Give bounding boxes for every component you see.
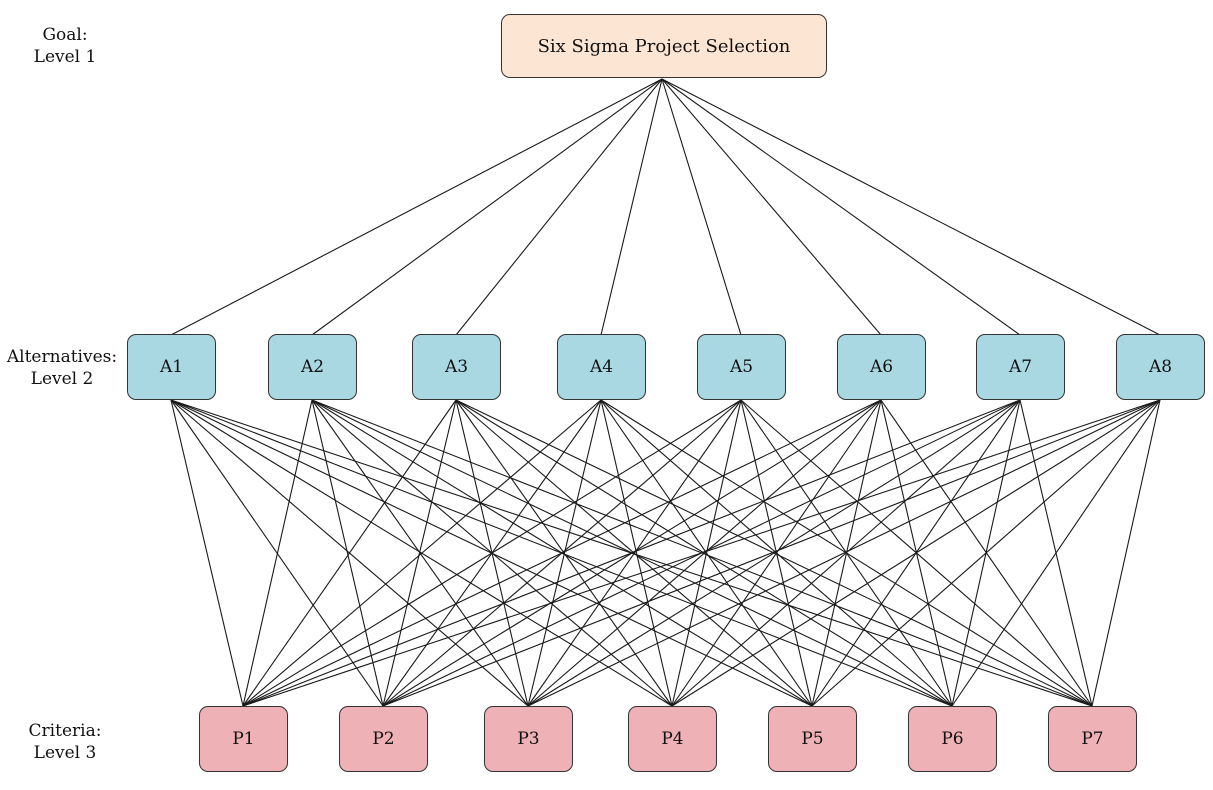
edge-a8-p1 (242, 399, 1161, 707)
criteria-node-label: P4 (661, 729, 684, 749)
edge-a5-p3 (527, 399, 742, 707)
criteria-node-p3[interactable]: P3 (484, 706, 573, 772)
edge-a3-p1 (242, 399, 457, 707)
alternatives-level-name: Level 2 (30, 369, 94, 389)
criteria-node-p2[interactable]: P2 (339, 706, 428, 772)
edge-a5-p1 (242, 399, 742, 707)
alternative-node-label: A7 (1008, 357, 1033, 377)
edge-a8-p7 (1091, 399, 1161, 707)
edge-goal-a7 (661, 78, 1021, 336)
edge-a3-p2 (382, 399, 457, 707)
alternative-node-label: A1 (159, 357, 184, 377)
edge-goal-a8 (661, 78, 1161, 336)
criteria-node-label: P6 (941, 729, 964, 749)
alternative-node-a6[interactable]: A6 (837, 334, 926, 400)
criteria-node-label: P2 (372, 729, 395, 749)
alternative-node-a5[interactable]: A5 (697, 334, 786, 400)
edge-goal-a5 (661, 78, 742, 336)
edge-a7-p4 (671, 399, 1021, 707)
criteria-level-title: Criteria: (28, 721, 102, 741)
alternative-criteria-edges (170, 399, 1161, 707)
edge-a8-p4 (671, 399, 1161, 707)
edge-a2-p2 (311, 399, 384, 707)
edge-a6-p3 (527, 399, 882, 707)
criteria-node-label: P3 (517, 729, 540, 749)
goal-level-name: Level 1 (33, 47, 97, 67)
goal-level-title: Goal: (42, 25, 88, 45)
goal-level-label: Goal: Level 1 (20, 24, 110, 68)
criteria-node-p5[interactable]: P5 (768, 706, 857, 772)
criteria-node-label: P7 (1081, 729, 1104, 749)
edge-a7-p1 (242, 399, 1021, 707)
edge-a4-p1 (242, 399, 602, 707)
alternatives-level-title: Alternatives: (6, 347, 118, 367)
edge-a8-p2 (382, 399, 1161, 707)
edge-goal-a4 (600, 78, 663, 336)
edge-goal-a6 (661, 78, 882, 336)
edge-a1-p1 (170, 399, 244, 707)
alternative-node-a7[interactable]: A7 (976, 334, 1065, 400)
alternative-node-label: A2 (300, 357, 325, 377)
alternative-node-a3[interactable]: A3 (412, 334, 501, 400)
edge-a7-p3 (527, 399, 1021, 707)
edge-a4-p4 (600, 399, 673, 707)
goal-alternative-edges (170, 78, 1161, 336)
edge-a6-p1 (242, 399, 882, 707)
criteria-node-label: P5 (801, 729, 824, 749)
edge-a8-p5 (811, 399, 1161, 707)
edge-a8-p3 (527, 399, 1161, 707)
alternative-node-label: A8 (1148, 357, 1173, 377)
goal-node[interactable]: Six Sigma Project Selection (501, 14, 827, 78)
alternative-node-label: A6 (869, 357, 894, 377)
edge-goal-a2 (311, 78, 663, 336)
criteria-node-p6[interactable]: P6 (908, 706, 997, 772)
criteria-node-label: P1 (232, 729, 255, 749)
edge-a2-p1 (242, 399, 313, 707)
alternative-node-a4[interactable]: A4 (557, 334, 646, 400)
edge-goal-a3 (455, 78, 663, 336)
edge-a5-p4 (671, 399, 742, 707)
criteria-node-p7[interactable]: P7 (1048, 706, 1137, 772)
edge-a4-p3 (527, 399, 602, 707)
edge-a8-p6 (951, 399, 1161, 707)
criteria-level-label: Criteria: Level 3 (20, 720, 110, 764)
alternative-node-a2[interactable]: A2 (268, 334, 357, 400)
edge-goal-a1 (170, 78, 663, 336)
alternative-node-label: A5 (729, 357, 754, 377)
edge-a6-p4 (671, 399, 882, 707)
alternative-node-a8[interactable]: A8 (1116, 334, 1205, 400)
alternative-node-a1[interactable]: A1 (127, 334, 216, 400)
alternatives-level-label: Alternatives: Level 2 (2, 346, 122, 390)
criteria-node-p1[interactable]: P1 (199, 706, 288, 772)
goal-node-label: Six Sigma Project Selection (537, 35, 791, 57)
alternative-node-label: A4 (589, 357, 614, 377)
criteria-node-p4[interactable]: P4 (628, 706, 717, 772)
criteria-level-name: Level 3 (33, 743, 97, 763)
alternative-node-label: A3 (444, 357, 469, 377)
